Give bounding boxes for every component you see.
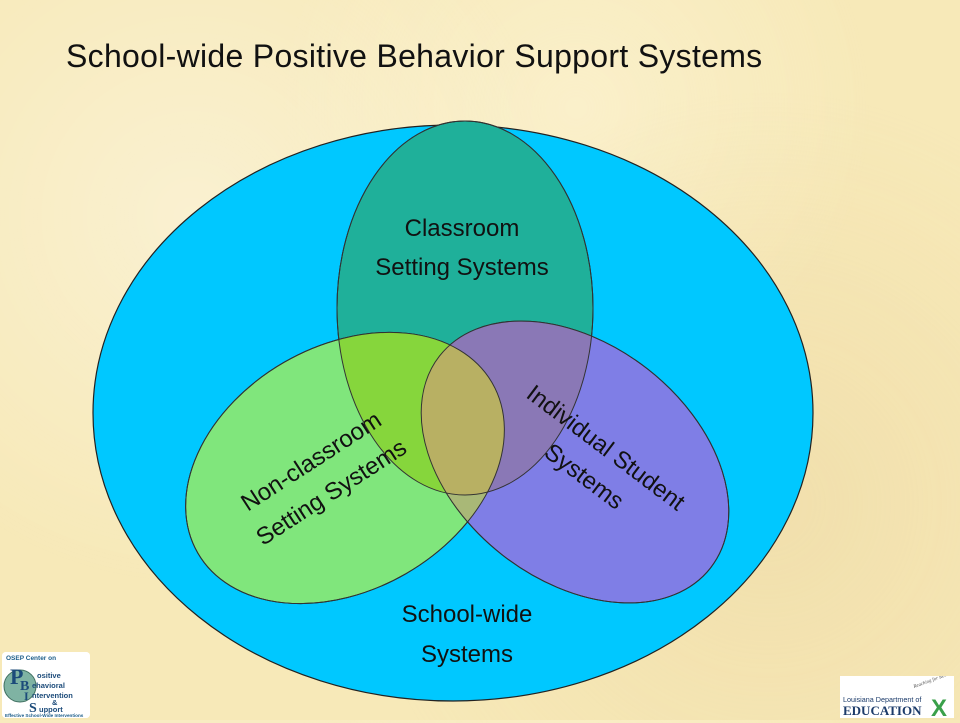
pbis-word-intervention: ntervention xyxy=(32,691,73,700)
pbis-letter-p: P xyxy=(10,664,23,689)
louisiana-doe-logo: Reaching for Results Louisiana Departmen… xyxy=(840,671,954,722)
pbis-logo-header: OSEP Center on xyxy=(6,655,56,662)
pbis-logo-footer: Effective School-Wide Interventions xyxy=(5,713,84,718)
pbis-letter-s: S xyxy=(29,701,37,716)
pbis-word-support: upport xyxy=(39,705,63,714)
pbis-letter-b: B xyxy=(20,679,29,694)
classroom-label-line2: Setting Systems xyxy=(375,254,548,281)
louisiana-logo-line2: EDUCATION xyxy=(843,703,922,718)
louisiana-logo-line1: Louisiana Department of xyxy=(843,695,921,704)
school-wide-label-line2: Systems xyxy=(421,641,513,668)
pbis-word-positive: ositive xyxy=(37,671,61,680)
louisiana-logo-mark: X xyxy=(931,695,947,718)
page-title: School-wide Positive Behavior Support Sy… xyxy=(66,38,763,74)
pbis-letter-i: I xyxy=(24,689,29,703)
school-wide-label-line1: School-wide xyxy=(402,601,533,628)
pbis-word-and: & xyxy=(52,698,58,707)
pbis-word-behavioral: ehavioral xyxy=(32,681,65,690)
pbis-logo: OSEP Center on P B I S ositive ehavioral… xyxy=(2,652,90,718)
classroom-label-line1: Classroom xyxy=(405,215,520,242)
